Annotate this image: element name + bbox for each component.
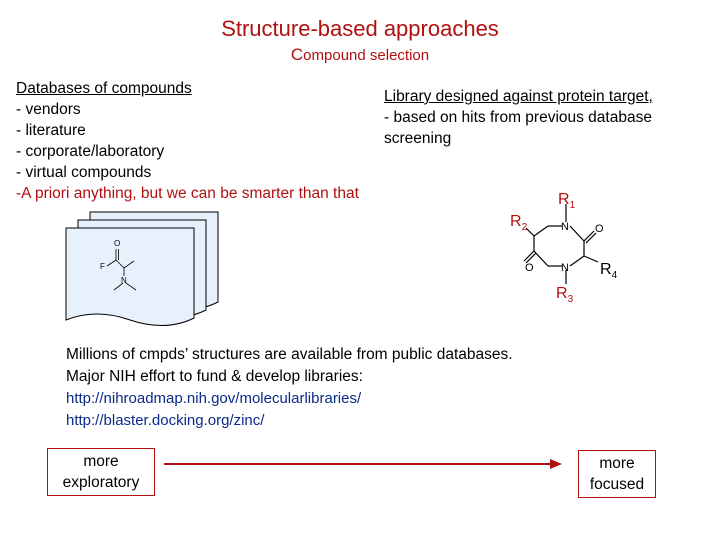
databases-heading: Databases of compounds <box>16 80 192 97</box>
databases-item-virtual: - virtual compounds <box>16 164 152 181</box>
info-line-1: Millions of cmpds’ structures are availa… <box>66 346 513 363</box>
library-line-2: screening <box>384 130 452 147</box>
subtitle-rest: ompound selection <box>303 47 430 64</box>
scaffold-r4-label: R4 <box>600 261 618 281</box>
library-line-1: - based on hits from previous database <box>384 109 652 126</box>
exploratory-box: more exploratory <box>47 448 155 496</box>
exploratory-line-1: more <box>83 453 119 470</box>
subtitle-initial: C <box>290 45 304 64</box>
info-block: Millions of cmpds’ structures are availa… <box>66 344 513 432</box>
databases-note: -A priori anything, but we can be smarte… <box>16 185 359 202</box>
scaffold-r3-label: R3 <box>556 285 574 305</box>
focused-line-2: focused <box>589 476 645 493</box>
scaffold-n-bottom: N <box>561 262 569 274</box>
structure-n-label: N <box>121 276 127 285</box>
exploratory-line-2: exploratory <box>62 474 140 491</box>
slide-subtitle: Compound selection <box>0 45 720 65</box>
library-heading: Library designed against protein target, <box>384 88 653 105</box>
scaffold-o-left: O <box>525 262 534 274</box>
databases-item-vendors: - vendors <box>16 101 81 118</box>
compound-pages-illustration: O F N <box>65 211 219 327</box>
focused-line-1: more <box>599 455 635 472</box>
focused-box: more focused <box>578 450 656 498</box>
scaffold-r1-label: R1 <box>558 191 576 211</box>
library-block: Library designed against protein target,… <box>384 86 714 149</box>
info-line-2: Major NIH effort to fund & develop libra… <box>66 368 363 385</box>
zinc-link[interactable]: http://blaster.docking.org/zinc/ <box>66 412 265 429</box>
databases-list: Databases of compounds - vendors - liter… <box>16 78 359 204</box>
structure-o-label: O <box>114 239 120 248</box>
scaffold-n-top: N <box>561 221 569 233</box>
slide-title: Structure-based approaches <box>221 16 499 41</box>
spectrum-arrow <box>164 459 562 469</box>
structure-f-label: F <box>100 262 105 271</box>
databases-item-corporate: - corporate/laboratory <box>16 143 165 160</box>
nih-roadmap-link[interactable]: http://nihroadmap.nih.gov/molecularlibra… <box>66 390 362 407</box>
databases-item-literature: - literature <box>16 122 86 139</box>
scaffold-r2-label: R2 <box>510 213 528 233</box>
scaffold-structure: N N O O R1 R2 R3 R4 <box>510 191 618 305</box>
scaffold-o-right: O <box>595 223 604 235</box>
